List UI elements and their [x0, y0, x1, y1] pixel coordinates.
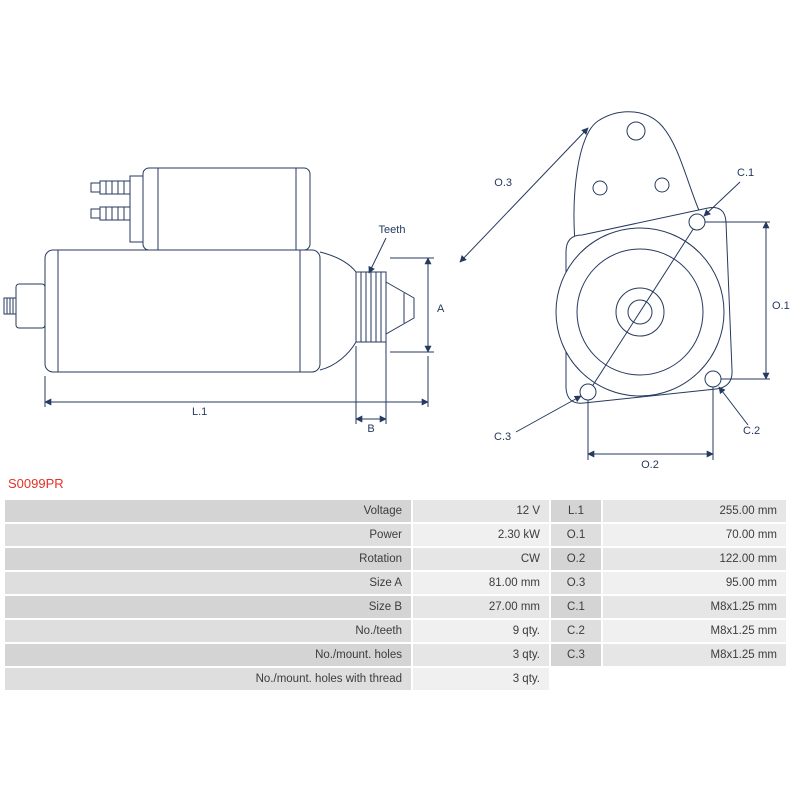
mount-hole-c3 [579, 383, 597, 401]
spec-label: No./teeth [5, 620, 411, 642]
front-view-drawing [555, 111, 733, 404]
terminal-block [15, 283, 46, 329]
spec-label: Voltage [5, 500, 411, 522]
dim-value: 122.00 mm [603, 548, 786, 570]
spec-value: 3 qty. [413, 668, 549, 690]
drive-nose [385, 281, 415, 335]
dim-label-c3: C.3 [494, 431, 511, 443]
dim-label-a: A [437, 303, 445, 315]
spec-table: Voltage 12 V L.1 255.00 mm Power 2.30 kW… [5, 500, 786, 690]
table-row: No./teeth 9 qty. C.2 M8x1.25 mm [5, 620, 786, 642]
table-row: Size B 27.00 mm C.1 M8x1.25 mm [5, 596, 786, 618]
solenoid-cap [129, 175, 144, 243]
dim-label: C.2 [551, 620, 601, 642]
spec-label: Power [5, 524, 411, 546]
table-row: Size A 81.00 mm O.3 95.00 mm [5, 572, 786, 594]
teeth-label: Teeth [379, 224, 406, 236]
front-view-dimensions: O.3 C.1 O.1 C.2 C.3 O.2 [459, 127, 790, 471]
dim-value: 255.00 mm [603, 500, 786, 522]
mount-hole-c1 [688, 213, 706, 231]
dim-value: 70.00 mm [603, 524, 786, 546]
top-hole [626, 121, 646, 141]
spec-label: Rotation [5, 548, 411, 570]
dim-value: M8x1.25 mm [603, 596, 786, 618]
spec-label: Size A [5, 572, 411, 594]
dim-label-b: B [367, 423, 374, 435]
spec-value: CW [413, 548, 549, 570]
lobe-hole-right [654, 177, 670, 193]
spec-label: No./mount. holes with thread [5, 668, 411, 690]
technical-diagram: Teeth A L.1 B [3, 111, 790, 471]
mount-hole-c2 [704, 370, 722, 388]
side-view-dimensions: Teeth A L.1 B [44, 224, 445, 435]
dim-value: 95.00 mm [603, 572, 786, 594]
spec-value: 3 qty. [413, 644, 549, 666]
dim-label-o1: O.1 [772, 300, 790, 312]
dim-label: C.3 [551, 644, 601, 666]
dim-label-o3: O.3 [494, 177, 512, 189]
table-row: No./mount. holes with thread 3 qty. [5, 668, 786, 690]
dim-label: L.1 [551, 500, 601, 522]
spec-value: 12 V [413, 500, 549, 522]
dim-label: O.3 [551, 572, 601, 594]
lobe-hole-left [592, 180, 608, 196]
dim-value: M8x1.25 mm [603, 620, 786, 642]
dim-value-empty [603, 668, 786, 690]
spec-value: 9 qty. [413, 620, 549, 642]
table-row: Voltage 12 V L.1 255.00 mm [5, 500, 786, 522]
table-row: Power 2.30 kW O.1 70.00 mm [5, 524, 786, 546]
dim-label: O.2 [551, 548, 601, 570]
dim-label: C.1 [551, 596, 601, 618]
spec-value: 2.30 kW [413, 524, 549, 546]
dim-label-empty [551, 668, 601, 690]
spec-label: Size B [5, 596, 411, 618]
motor-body [44, 249, 321, 373]
dim-label-l1: L.1 [192, 406, 207, 418]
spec-label: No./mount. holes [5, 644, 411, 666]
table-row: Rotation CW O.2 122.00 mm [5, 548, 786, 570]
solenoid [142, 167, 311, 251]
dim-label-c2: C.2 [743, 425, 760, 437]
dim-value: M8x1.25 mm [603, 644, 786, 666]
dim-label-o2: O.2 [641, 459, 659, 471]
side-view-drawing [3, 167, 415, 373]
table-row: No./mount. holes 3 qty. C.3 M8x1.25 mm [5, 644, 786, 666]
spec-value: 81.00 mm [413, 572, 549, 594]
product-code-link[interactable]: S0099PR [8, 476, 64, 491]
dim-label: O.1 [551, 524, 601, 546]
dim-label-c1: C.1 [737, 167, 754, 179]
spec-value: 27.00 mm [413, 596, 549, 618]
